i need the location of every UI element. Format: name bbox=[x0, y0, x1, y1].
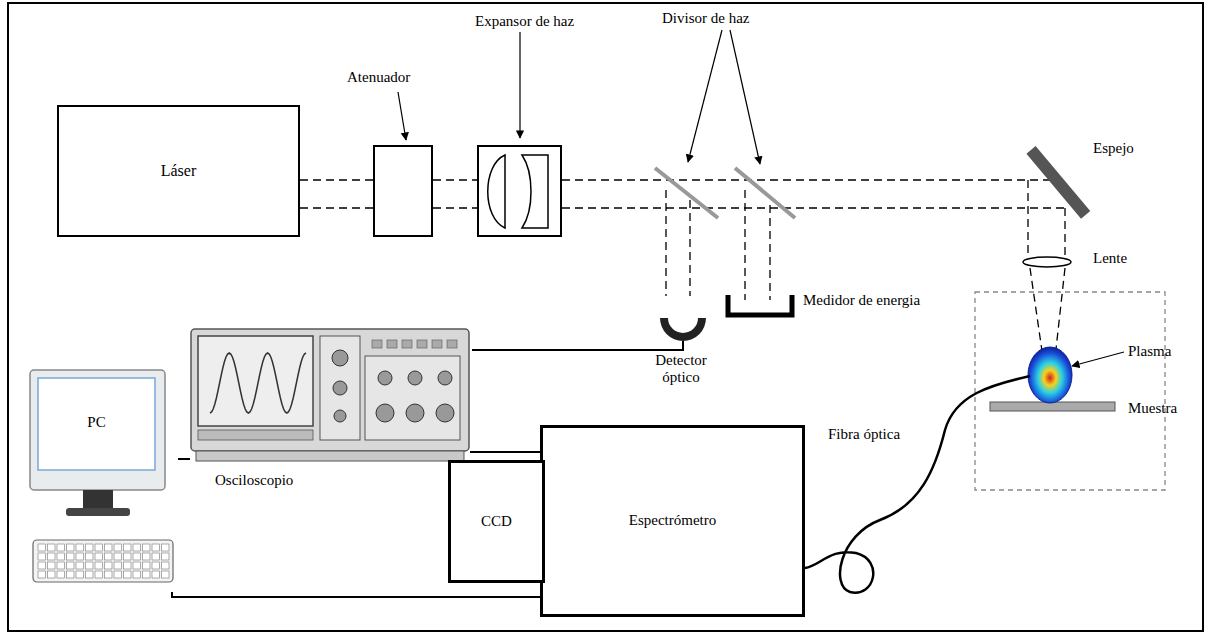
leader-arrow bbox=[398, 30, 1124, 366]
node-label: Osciloscopio bbox=[215, 472, 293, 489]
sample bbox=[990, 402, 1115, 411]
optical-fiber bbox=[805, 376, 1030, 593]
detector-wire bbox=[472, 341, 683, 350]
lens-label: Lente bbox=[1093, 250, 1127, 267]
node-label: Espectrómetro bbox=[629, 512, 716, 529]
beam-splitter bbox=[655, 168, 795, 218]
node-label: PC bbox=[38, 414, 155, 431]
focusing-lens bbox=[1023, 257, 1071, 267]
expander-lenses bbox=[488, 155, 548, 228]
mirror bbox=[1026, 146, 1090, 219]
laser-beam bbox=[562, 180, 1065, 358]
cable bbox=[178, 458, 190, 460]
energy-meter bbox=[728, 295, 792, 315]
node-label: Láser bbox=[161, 162, 197, 180]
node-label: Expansor de haz bbox=[475, 13, 574, 30]
oscilloscope: Osciloscopio bbox=[190, 328, 470, 465]
plasma-plume bbox=[1028, 347, 1072, 403]
node-label: Atenuador bbox=[347, 69, 410, 86]
laser-beam bbox=[300, 180, 373, 208]
frame bbox=[8, 3, 1203, 631]
optical-detector bbox=[660, 318, 706, 341]
spectrometer-box: Espectrómetro bbox=[540, 425, 805, 617]
cable bbox=[470, 451, 540, 453]
detector-label: Detector óptico bbox=[642, 352, 720, 387]
beam-splitter-label: Divisor de haz bbox=[662, 10, 749, 27]
energy-meter-label: Medidor de energia bbox=[803, 292, 920, 309]
attenuator-box: Atenuador bbox=[373, 145, 433, 237]
ccd-box: CCD bbox=[448, 460, 545, 583]
sample-label: Muestra bbox=[1128, 400, 1177, 417]
node-label: CCD bbox=[481, 513, 512, 530]
laser-beam bbox=[433, 180, 477, 208]
laser-box: Láser bbox=[57, 105, 300, 237]
chamber bbox=[975, 292, 1165, 490]
oscilloscope-drawing bbox=[190, 328, 470, 465]
mirror-label: Espejo bbox=[1093, 140, 1134, 157]
cable bbox=[172, 592, 540, 597]
plasma-label: Plasma bbox=[1128, 343, 1171, 360]
computer-drawing bbox=[28, 368, 178, 592]
beam-expander-box: Expansor de haz bbox=[477, 145, 562, 237]
computer: PC bbox=[28, 368, 178, 592]
fiber-label: Fibra óptica bbox=[828, 426, 900, 443]
